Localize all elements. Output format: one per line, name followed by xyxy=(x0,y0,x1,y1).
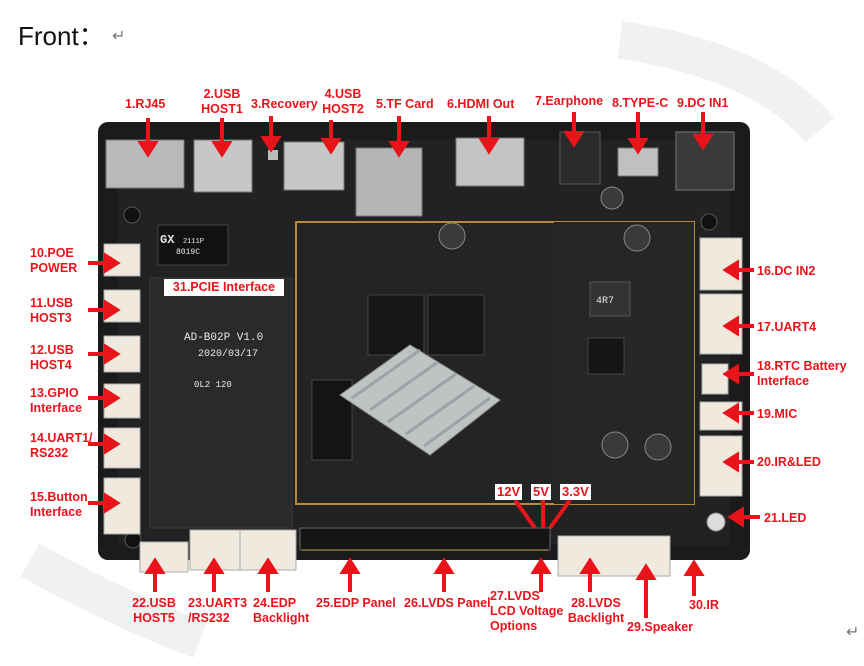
label-recovery: 3.Recovery xyxy=(251,97,318,111)
label-gpio-interface: 13.GPIO Interface xyxy=(30,386,82,416)
label-uart4: 17.UART4 xyxy=(757,320,817,334)
silkscreen: GX 2111P 8019C AD-B02P V1.0 2020/03/17 0… xyxy=(160,233,614,390)
label-dc-in1: 9.DC IN1 xyxy=(677,96,729,110)
label-ir-led: 20.IR&LED xyxy=(757,455,821,469)
gx-code-text: 8019C xyxy=(176,248,200,257)
label-usb-host3: 11.USB HOST3 xyxy=(30,296,73,326)
label-usb-host5: 22.USB HOST5 xyxy=(128,596,180,626)
label-mic: 19.MIC xyxy=(757,407,798,421)
label-lvds-voltage-line2: LCD Voltage xyxy=(490,604,564,618)
label-speaker: 29.Speaker xyxy=(627,620,694,634)
label-usb-host3-line1: 11.USB xyxy=(30,296,74,310)
label-usb-host1-line1: 2.USB xyxy=(203,87,241,101)
pcb-board xyxy=(98,122,750,577)
label-button-interface-line1: 15.Button xyxy=(30,490,88,504)
label-lvds-voltage-line3: Options xyxy=(490,619,538,633)
label-usb-host1-line2: HOST1 xyxy=(201,102,243,116)
label-uart3-rs232: 23.UART3 /RS232 xyxy=(188,596,247,626)
label-3v3: 3.3V xyxy=(560,484,591,500)
label-usb-host5-line2: HOST5 xyxy=(133,611,175,625)
label-uart1-rs232-line2: RS232 xyxy=(30,446,69,460)
return-mark-bottom: ↵ xyxy=(846,622,860,641)
label-usb-host4-line2: HOST4 xyxy=(30,358,72,372)
board-date-text: 2020/03/17 xyxy=(198,348,258,360)
label-rtc-battery: 18.RTC Battery Interface xyxy=(757,359,847,389)
label-5v: 5V xyxy=(531,484,551,500)
label-led: 21.LED xyxy=(764,511,807,525)
board-name-text: AD-B02P V1.0 xyxy=(184,332,263,344)
label-12v: 12V xyxy=(495,484,523,500)
label-uart1-rs232-line1: 14.UART1/ xyxy=(30,431,93,445)
label-lvds-backlight: 28.LVDS Backlight xyxy=(566,596,626,626)
label-uart3-rs232-line2: /RS232 xyxy=(188,611,230,625)
label-lvds-voltage: 27.LVDS LCD Voltage Options xyxy=(490,589,563,634)
label-usb-host2: 4.USB HOST2 xyxy=(318,87,368,117)
watermark xyxy=(20,21,835,658)
label-tf-card: 5.TF Card xyxy=(376,97,434,111)
label-lvds-backlight-line1: 28.LVDS xyxy=(571,596,621,610)
label-dc-in2: 16.DC IN2 xyxy=(757,264,816,278)
label-usb-host1: 2.USB HOST1 xyxy=(200,87,244,117)
label-uart3-rs232-line1: 23.UART3 xyxy=(188,596,248,610)
label-rtc-battery-line1: 18.RTC Battery xyxy=(757,359,847,373)
label-usb-host2-line2: HOST2 xyxy=(322,102,364,116)
label-type-c: 8.TYPE-C xyxy=(612,96,669,110)
label-rj45: 1.RJ45 xyxy=(125,97,166,111)
label-usb-host4-line1: 12.USB xyxy=(30,343,74,357)
label-ir: 30.IR xyxy=(689,598,719,612)
label-lvds-voltage-line1: 27.LVDS xyxy=(490,589,540,603)
label-gpio-interface-line2: Interface xyxy=(30,401,83,415)
label-edp-backlight: 24.EDP Backlight xyxy=(253,596,309,626)
label-lvds-backlight-line2: Backlight xyxy=(567,611,625,625)
label-button-interface: 15.Button Interface xyxy=(30,490,88,520)
page-heading: Front： xyxy=(18,21,105,51)
gx-sub-text: 2111P xyxy=(183,238,204,246)
label-usb-host4: 12.USB HOST4 xyxy=(30,343,74,373)
gx-text: GX xyxy=(160,233,175,247)
label-uart1-rs232: 14.UART1/ RS232 xyxy=(30,431,93,461)
label-poe-power: 10.POE POWER xyxy=(30,246,77,276)
label-pcie-interface: 31.PCIE Interface xyxy=(164,279,284,296)
inductor-text: 4R7 xyxy=(596,296,614,307)
label-rtc-battery-line2: Interface xyxy=(757,374,810,388)
label-lvds-panel: 26.LVDS Panel xyxy=(404,596,491,610)
label-button-interface-line2: Interface xyxy=(30,505,83,519)
label-usb-host5-line1: 22.USB xyxy=(132,596,176,610)
label-edp-panel: 25.EDP Panel xyxy=(316,596,396,610)
label-edp-backlight-line1: 24.EDP xyxy=(253,596,297,610)
label-hdmi-out: 6.HDMI Out xyxy=(447,97,515,111)
label-poe-power-line2: POWER xyxy=(30,261,78,275)
lot-text: 0L2 120 xyxy=(194,380,232,390)
label-usb-host2-line1: 4.USB xyxy=(324,87,362,101)
callout-arrows xyxy=(88,112,760,618)
label-poe-power-line1: 10.POE xyxy=(30,246,74,260)
return-mark: ↵ xyxy=(112,26,126,45)
label-edp-backlight-line2: Backlight xyxy=(253,611,310,625)
label-gpio-interface-line1: 13.GPIO xyxy=(30,386,79,400)
label-usb-host3-line2: HOST3 xyxy=(30,311,72,325)
label-earphone: 7.Earphone xyxy=(535,94,604,108)
